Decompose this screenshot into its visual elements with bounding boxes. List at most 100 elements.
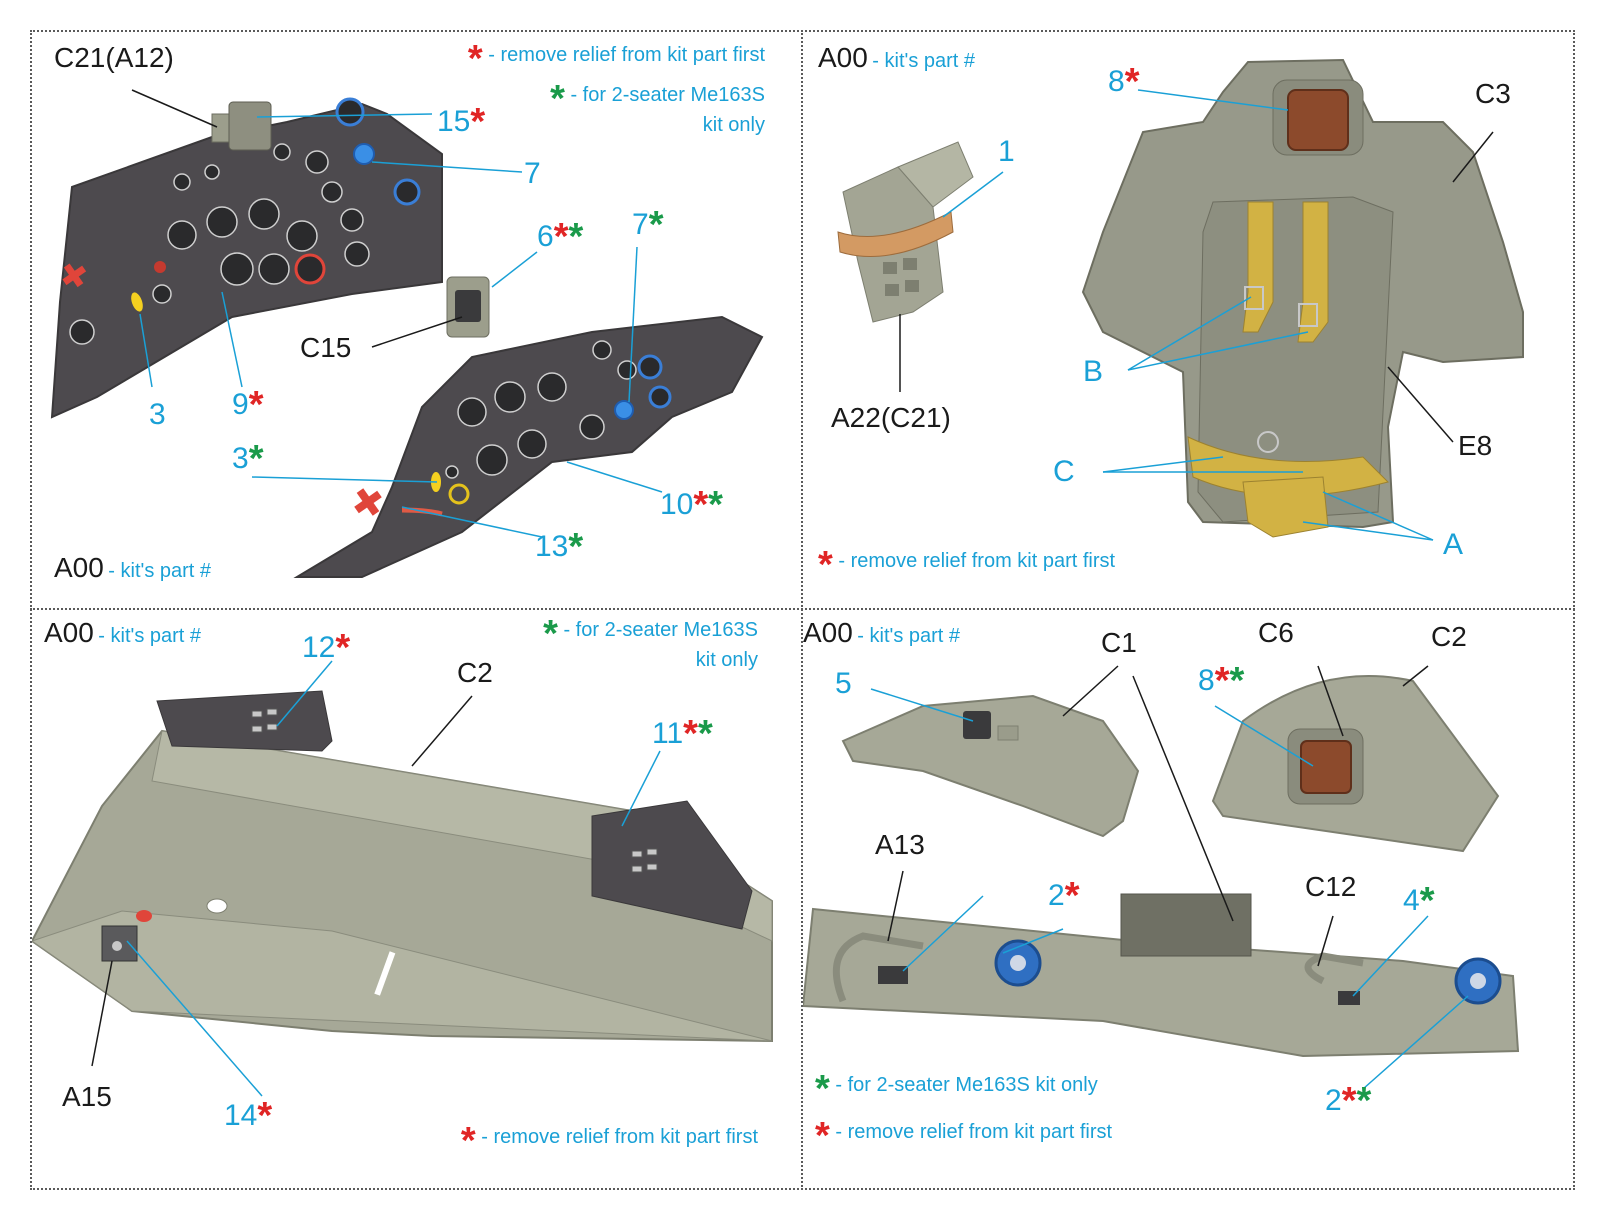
part-number-text: 8 [1108,65,1125,98]
part-number-text: 2 [1325,1084,1342,1117]
headrest-block [837,141,974,323]
red-asterisk-icon: * [460,1120,476,1162]
part-c1-shape [841,694,1140,838]
kit-part-label: C2 [1431,621,1467,652]
legend-remove-relief: * - remove relief from kit part first [468,40,765,78]
kit-part-label: C21(A12) [54,42,174,73]
part-number-text: 10 [660,488,694,521]
legend-kit-part: A00 - kit's part # [54,554,211,582]
red-asterisk-icon: * [257,1095,273,1137]
red-asterisk-icon: * [553,216,569,258]
kit-code: A00 [818,42,868,73]
part-number-text: 8 [1198,664,1215,697]
green-asterisk-icon: * [1229,660,1245,702]
rail-strip [801,893,1520,1058]
red-asterisk-icon: * [248,384,264,426]
part-number: 7* [632,206,663,244]
green-asterisk-icon: * [1419,880,1435,922]
legend-remove-relief: * - remove relief from kit part first [815,1117,1113,1155]
red-asterisk-icon: * [693,484,709,526]
part-number-text: 6 [537,220,554,253]
legend-kit-part: A00 - kit's part # [818,44,975,72]
part-number-text: 12 [302,631,336,664]
green-asterisk-icon: * [568,526,584,568]
part-c2-shape [1211,675,1500,853]
part-number: 8* [1108,63,1139,101]
legend-remove-relief: * - remove relief from kit part first [461,1122,758,1160]
red-asterisk-icon: * [1341,1080,1357,1122]
legend-text: - remove relief from kit part first [838,550,1116,572]
kit-code: A00 [54,552,104,583]
legend-text: - for 2-seater Me163S kit only [835,1074,1098,1096]
kit-part-label: C2 [457,657,493,688]
part-number: 7 [524,157,541,190]
kit-part-label: A22(C21) [831,402,951,433]
part-letter: A [1443,528,1464,561]
seat-illustration [837,58,1524,541]
red-asterisk-icon: * [683,713,698,755]
legend-text: - remove relief from kit part first [488,44,765,66]
lever-icon [101,910,152,962]
part-number-text: 11 [652,717,684,750]
red-asterisk-icon: * [818,544,833,586]
red-handle-icon [62,263,87,288]
blue-leaders [139,113,663,538]
part-number: 13* [535,528,583,566]
part-letter: C [1053,455,1075,488]
kit-code: A00 [803,617,853,648]
part-number: 2* [1048,877,1079,915]
legend-remove-relief: * - remove relief from kit part first [818,546,1116,584]
vertical-divider [801,30,803,1190]
black-leaders [91,695,473,1067]
green-asterisk-icon: * [648,204,664,246]
kit-part-label: A15 [62,1081,112,1112]
quadrant-instrument-panels: C21(A12) C15 15* 7 6** 7* 3 9* 3* 10** 1… [32,32,800,607]
green-asterisk-icon: * [708,484,723,526]
legend-text: - for 2-seater Me163S [570,84,765,106]
buckle-icon [1244,286,1318,453]
legend-text: - remove relief from kit part first [835,1121,1113,1143]
part-number: 14* [224,1097,272,1135]
horizontal-divider [30,608,1575,610]
legend-text: kit only [695,649,758,672]
green-asterisk-icon: * [248,438,264,480]
legend-text: - kit's part # [857,625,961,647]
part-number-text: 2 [1048,879,1065,912]
blue-leaders [126,660,661,1097]
legend-text: - kit's part # [872,50,976,72]
instrument-panel-single-seat [50,97,443,419]
part-number: 9* [232,386,263,424]
legend-kit-part: A00 - kit's part # [803,619,960,647]
quadrant-canopy-parts: A00 - kit's part # 5 C1 C6 C2 8** A13 2*… [801,611,1574,1189]
part-number: 3* [232,440,263,478]
red-asterisk-icon: * [335,627,351,669]
part-number: 3 [149,398,166,431]
blue-leaders [870,688,1469,1090]
blue-leaders [942,89,1434,541]
kit-part-label: A13 [875,829,925,860]
kit-part-label: C15 [300,332,352,363]
kit-part-label: E8 [1458,430,1493,461]
part-number: 4* [1403,882,1434,920]
harness-straps [1187,201,1389,538]
red-asterisk-icon: * [815,1115,830,1157]
kit-part-label: C12 [1305,871,1357,902]
legend-text: kit only [702,114,765,137]
part-number: 15* [437,103,485,141]
legend-text: - for 2-seater Me163S [563,619,758,641]
part-number-text: 13 [535,530,569,563]
black-leaders [899,131,1494,443]
red-asterisk-icon: * [1214,660,1230,702]
red-asterisk-icon: * [470,101,486,143]
red-asterisk-icon: * [1064,875,1080,917]
part-letter: B [1083,355,1104,388]
legend-kit-part: A00 - kit's part # [44,619,201,647]
part-number: 11** [652,715,713,753]
legend-text: - kit's part # [108,560,212,582]
part-number: 8** [1198,662,1244,700]
green-asterisk-icon: * [697,713,713,755]
switch-icons [251,708,658,873]
quadrant-seat: A00 - kit's part # 8* 1 A22(C21) C3 B C … [803,32,1574,607]
